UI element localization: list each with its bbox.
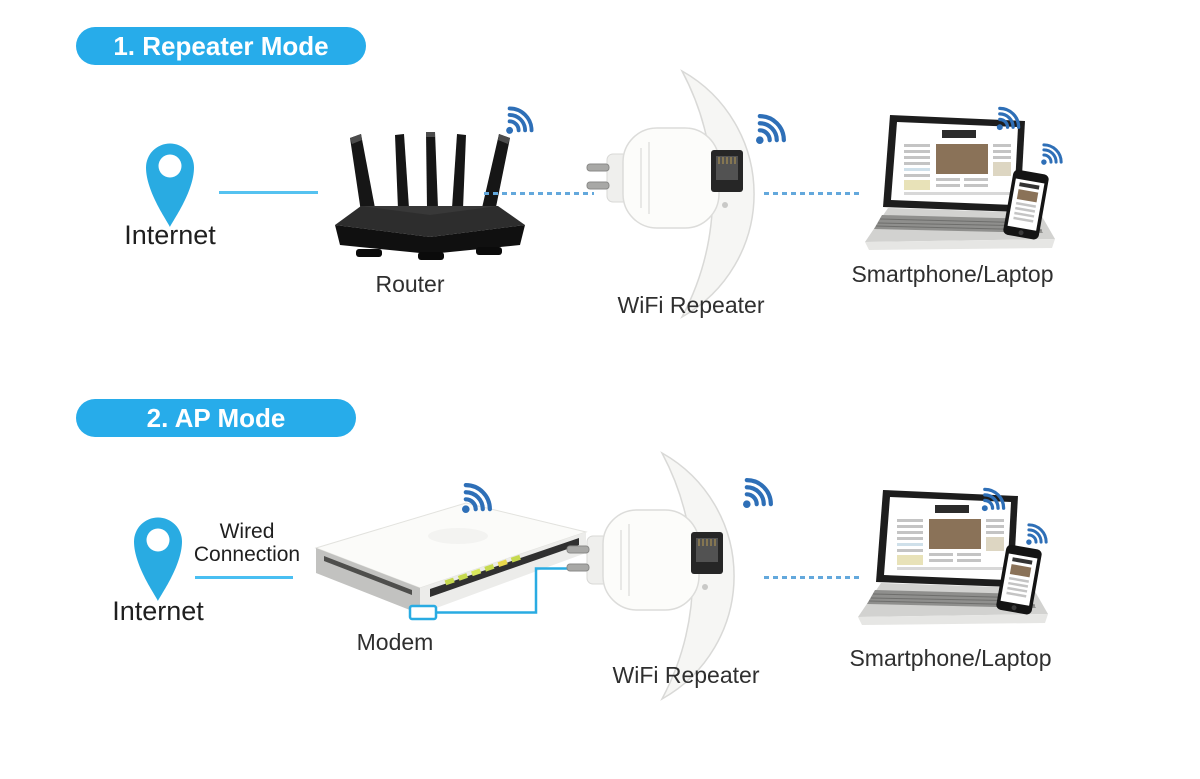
- internet-pin-icon: [130, 514, 186, 602]
- wifi-signal-icon: [733, 472, 779, 518]
- internet-label: Internet: [112, 596, 204, 626]
- repeater-clients-wireless-line: [764, 576, 859, 579]
- wired-connection-line1: Wired: [219, 520, 275, 543]
- wifi-repeater-label: WiFi Repeater: [612, 662, 760, 688]
- wired-connection-label: Wired Connection: [188, 520, 306, 566]
- internet-label: Internet: [124, 220, 216, 250]
- modem-image: [298, 498, 593, 628]
- wifi-signal-icon: [746, 108, 792, 154]
- modem-label: Modem: [356, 629, 434, 655]
- wifi-repeater-image: [585, 68, 775, 320]
- wired-connection-line2: Connection: [193, 543, 301, 566]
- wifi-repeater-label: WiFi Repeater: [617, 292, 765, 318]
- repeater-mode-badge: 1. Repeater Mode: [76, 27, 366, 65]
- wifi-signal-icon: [452, 477, 498, 523]
- wifi-repeater-image: [565, 450, 755, 702]
- smartphone-laptop-image: [862, 112, 1067, 260]
- smartphone-laptop-label: Smartphone/Laptop: [849, 645, 1052, 671]
- internet-router-line: [219, 191, 318, 194]
- repeater-clients-wireless-line: [764, 192, 862, 195]
- internet-modem-line: [195, 576, 293, 579]
- router-label: Router: [375, 271, 445, 297]
- wifi-signal-icon: [989, 102, 1025, 138]
- wifi-signal-icon: [1019, 519, 1052, 552]
- internet-pin-icon: [142, 140, 198, 228]
- wifi-signal-icon: [497, 101, 539, 143]
- smartphone-laptop-image: [855, 487, 1060, 635]
- router-image: [328, 121, 533, 266]
- router-repeater-wireless-line: [484, 192, 594, 195]
- smartphone-laptop-label: Smartphone/Laptop: [851, 261, 1054, 287]
- wifi-signal-icon: [974, 483, 1010, 519]
- wifi-signal-icon: [1034, 139, 1067, 172]
- ap-mode-badge: 2. AP Mode: [76, 399, 356, 437]
